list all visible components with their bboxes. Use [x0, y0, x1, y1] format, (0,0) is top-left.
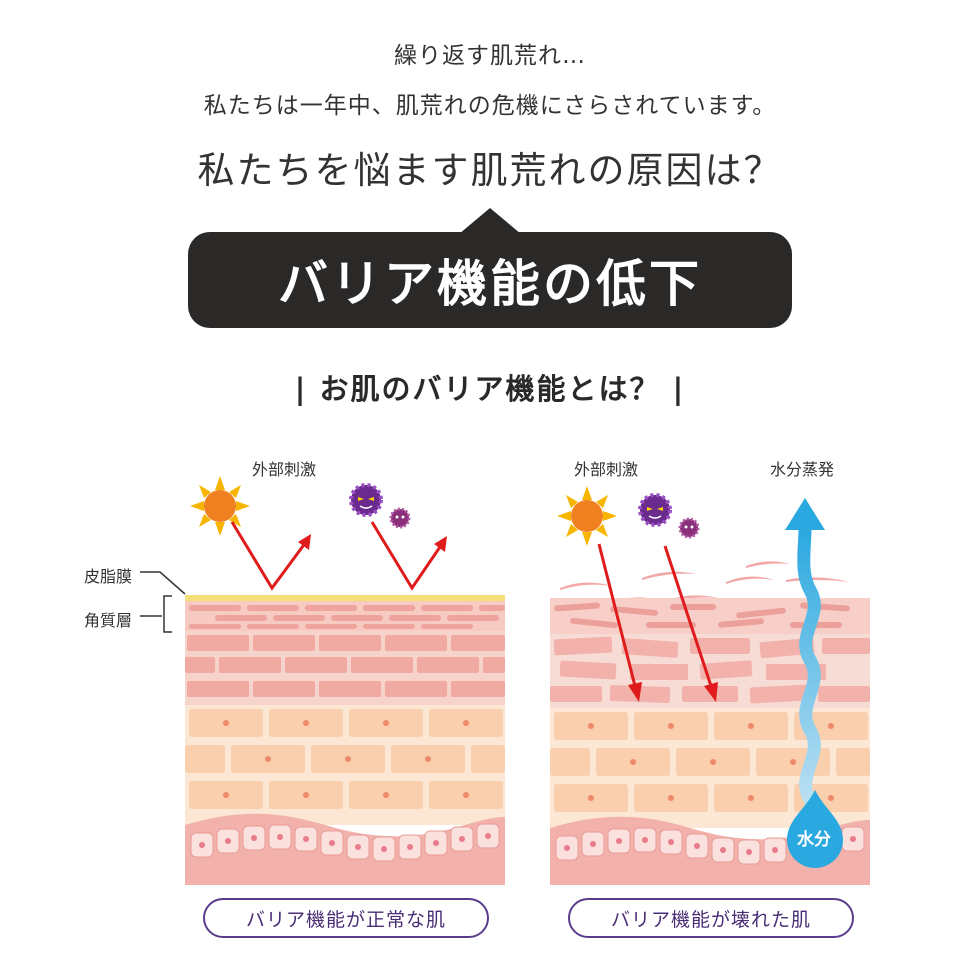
sun-icon: [557, 486, 617, 546]
left-stimulus-graphic: [190, 476, 447, 591]
right-stimulus-label: 外部刺激: [574, 460, 639, 479]
banner-text: バリア機能の低下: [278, 255, 702, 313]
evaporation-arrow: [797, 521, 821, 807]
damaged-skin-caption-text: バリア機能が壊れた肌: [610, 908, 811, 931]
healthy-skin-caption-text: バリア機能が正常な肌: [245, 908, 446, 931]
sun-icon: [190, 476, 250, 536]
left-stimulus-label: 外部刺激: [252, 460, 317, 479]
intro-line-2: 私たちは一年中、肌荒れの危機にさらされています。: [203, 93, 777, 119]
sebum-film: [185, 595, 505, 601]
damaged-skin-caption: バリア機能が壊れた肌: [568, 898, 854, 938]
right-stimulus-graphic: [557, 486, 843, 868]
evaporation-arrowhead: [785, 498, 825, 530]
penetrate-arrow-2: [663, 545, 718, 702]
section-subheading: | お肌のバリア機能とは？ |: [294, 372, 686, 406]
reflect-arrow-2: [370, 521, 444, 591]
sebum-label: 皮脂膜: [84, 567, 133, 586]
stratum-label: 角質層: [84, 611, 133, 630]
water-drop-icon: [787, 790, 843, 868]
banner-pointer: [459, 208, 521, 234]
healthy-skin-caption: バリア機能が正常な肌: [203, 898, 489, 938]
small-germ-icon: [389, 507, 411, 529]
water-label: 水分: [797, 830, 831, 850]
evaporation-label: 水分蒸発: [770, 460, 835, 479]
reflect-arrow-1: [230, 521, 308, 591]
healthy-skin-illustration: [185, 595, 505, 885]
germ-icon: [638, 493, 672, 527]
intro-question: 私たちを悩ます肌荒れの原因は？: [197, 149, 783, 192]
banner: バリア機能の低下: [188, 232, 792, 328]
penetrate-arrow-1: [597, 543, 642, 702]
intro-line-1: 繰り返す肌荒れ…: [394, 43, 586, 69]
label-callout-lines: [140, 571, 186, 633]
small-germ-icon: [678, 517, 700, 539]
germ-icon: [349, 483, 383, 517]
